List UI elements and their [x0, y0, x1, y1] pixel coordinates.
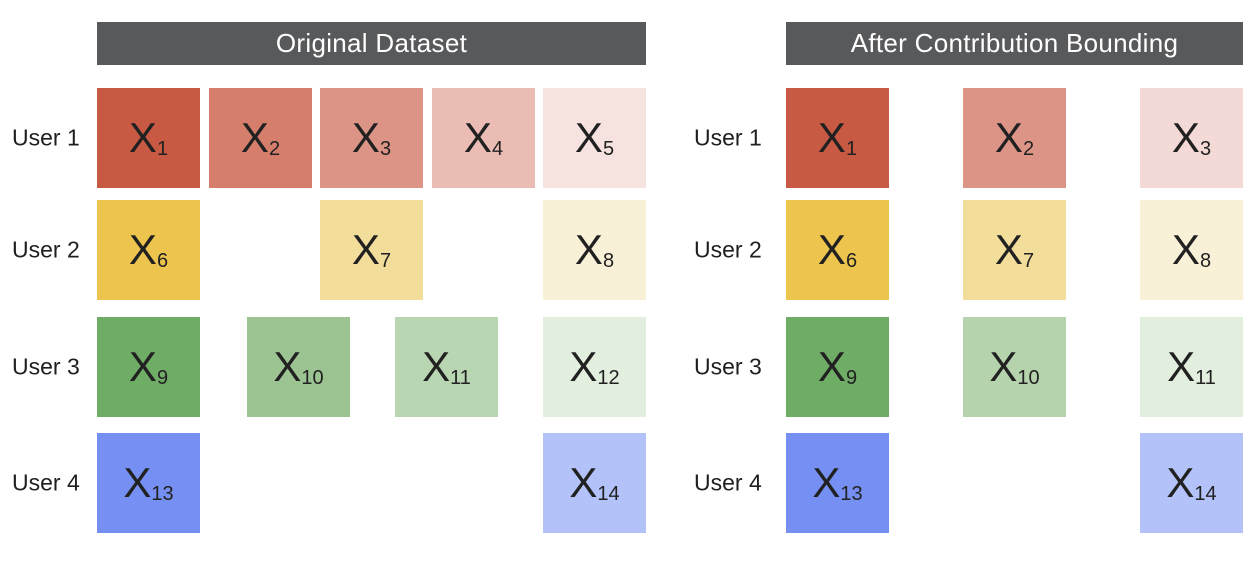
box-symbol: X	[817, 114, 846, 161]
box-symbol: X	[989, 343, 1018, 390]
box-symbol: X	[422, 343, 451, 390]
box-subscript: 8	[602, 250, 615, 272]
box-symbol: X	[351, 114, 380, 161]
box-subscript: 11	[1195, 367, 1216, 389]
box-subscript: 3	[379, 138, 392, 160]
box-symbol: X	[994, 226, 1023, 273]
panel-header-original-dataset: Original Dataset	[97, 22, 646, 65]
box-subscript: 6	[845, 250, 858, 272]
box-symbol: X	[351, 226, 380, 273]
panel-title: Original Dataset	[275, 28, 468, 58]
box-symbol: X	[240, 114, 269, 161]
box-symbol: X	[273, 343, 302, 390]
box-symbol: X	[569, 459, 598, 506]
box-subscript: 14	[597, 483, 620, 505]
box-symbol: X	[574, 226, 603, 273]
box-subscript: 11	[450, 367, 471, 389]
box-symbol: X	[123, 459, 152, 506]
box-subscript: 7	[379, 250, 392, 272]
box-subscript: 9	[845, 367, 858, 389]
user-label: User 2	[694, 236, 762, 263]
box-subscript: 2	[268, 138, 281, 160]
box-symbol: X	[128, 226, 157, 273]
box-subscript: 10	[1017, 367, 1040, 389]
box-subscript: 7	[1022, 250, 1035, 272]
box-subscript: 3	[1199, 138, 1212, 160]
user-label: User 3	[694, 353, 762, 380]
box-subscript: 4	[491, 138, 504, 160]
box-symbol: X	[569, 343, 598, 390]
box-subscript: 8	[1199, 250, 1212, 272]
box-subscript: 2	[1022, 138, 1035, 160]
user-label: User 2	[12, 236, 80, 263]
box-symbol: X	[1166, 459, 1195, 506]
user-label: User 4	[694, 469, 762, 496]
box-symbol: X	[1171, 114, 1200, 161]
box-subscript: 6	[156, 250, 169, 272]
box-subscript: 12	[597, 367, 620, 389]
box-symbol: X	[812, 459, 841, 506]
box-symbol: X	[817, 343, 846, 390]
box-symbol: X	[574, 114, 603, 161]
box-symbol: X	[128, 114, 157, 161]
box-subscript: 1	[845, 138, 858, 160]
user-label: User 1	[694, 124, 762, 151]
box-symbol: X	[1171, 226, 1200, 273]
box-subscript: 13	[151, 483, 174, 505]
box-subscript: 14	[1194, 483, 1217, 505]
box-subscript: 10	[301, 367, 324, 389]
panel-header-after-contribution-bounding: After Contribution Bounding	[786, 22, 1243, 65]
user-label: User 1	[12, 124, 80, 151]
user-label: User 3	[12, 353, 80, 380]
box-symbol: X	[128, 343, 157, 390]
box-symbol: X	[817, 226, 846, 273]
box-symbol: X	[1167, 343, 1196, 390]
box-subscript: 13	[840, 483, 863, 505]
box-subscript: 9	[156, 367, 169, 389]
user-label: User 4	[12, 469, 80, 496]
box-subscript: 5	[602, 138, 615, 160]
box-subscript: 1	[156, 138, 169, 160]
box-symbol: X	[463, 114, 492, 161]
panel-title: After Contribution Bounding	[850, 28, 1179, 58]
box-symbol: X	[994, 114, 1023, 161]
